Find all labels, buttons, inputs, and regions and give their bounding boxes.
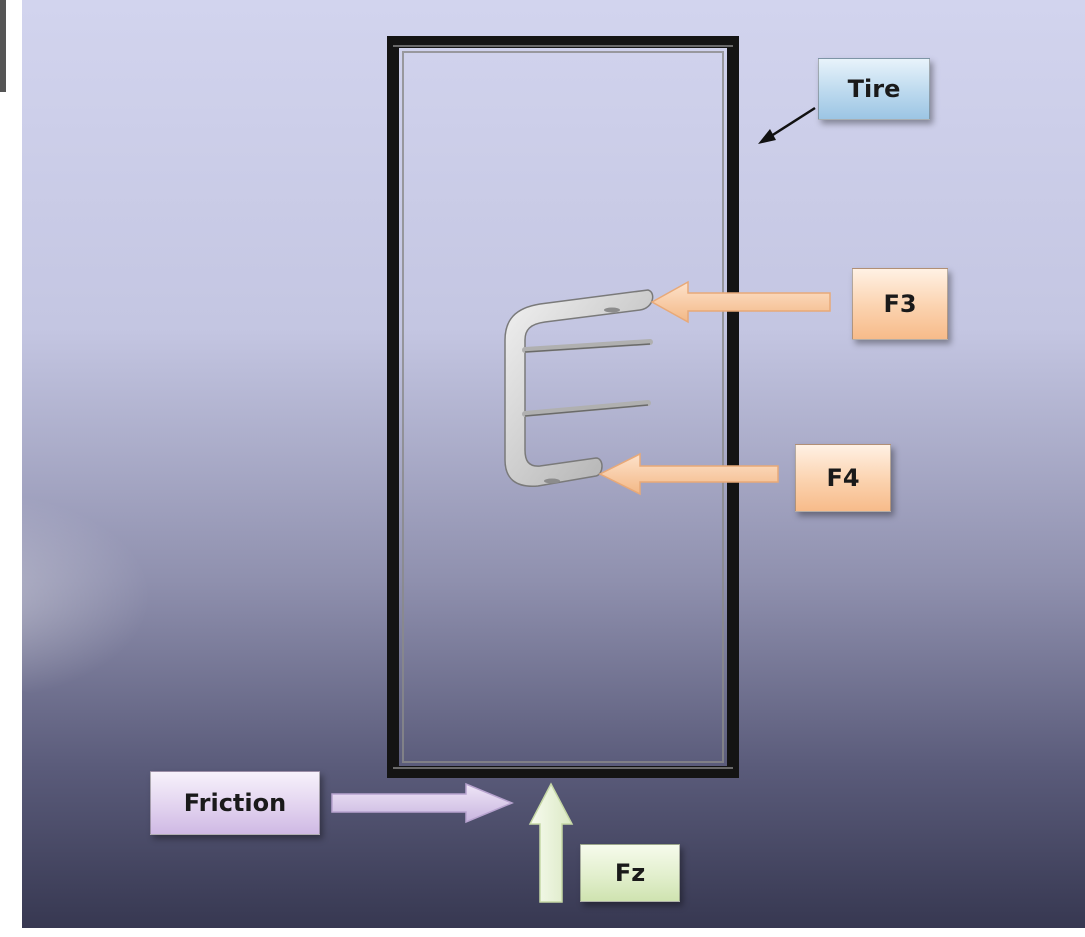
background-glow: [0, 410, 410, 710]
f3-force-arrow: [650, 280, 831, 324]
fz-label: Fz: [580, 844, 680, 902]
tire-frame: [387, 36, 739, 778]
friction-force-arrow: [331, 782, 514, 824]
friction-label: Friction: [150, 771, 320, 835]
f4-force-arrow: [598, 452, 779, 496]
spring-part: [504, 289, 654, 487]
corner-mark: [0, 0, 6, 92]
fz-force-arrow: [528, 782, 574, 903]
tire-pointer-arrow: [758, 106, 816, 144]
tire-label: Tire: [818, 58, 930, 120]
f3-label: F3: [852, 268, 948, 340]
f4-label: F4: [795, 444, 891, 512]
bottom-strip: [0, 928, 1085, 937]
